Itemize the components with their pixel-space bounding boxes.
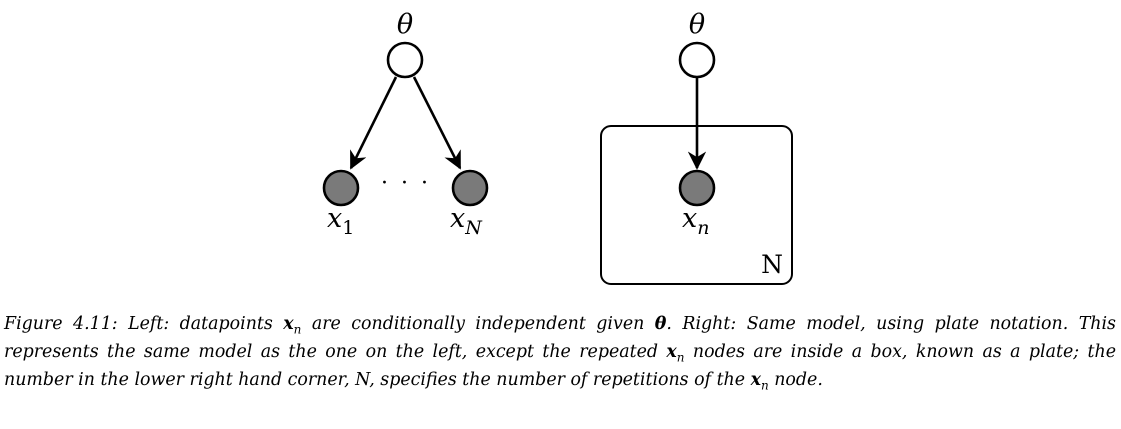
right-diagram: θ xn N [600,9,793,285]
left-x1-node [322,169,360,207]
left-edge-theta-x1 [349,76,398,170]
caption-xn-symbol-3: xn [750,369,769,393]
right-theta-label: θ [689,9,705,40]
caption-xn-symbol-2: xn [666,341,685,365]
left-diagram: θ · · · x1 xN [322,9,489,239]
left-xN-node [451,169,489,207]
left-edge-theta-xN [412,76,462,170]
right-xn-label: xn [682,203,709,239]
left-theta-node [386,41,424,79]
plate-count-label: N [761,250,783,279]
graphical-model-figure: θ · · · x1 xN θ xn N [322,9,793,285]
left-x1-label: x1 [327,203,354,239]
left-ellipsis: · · · [381,171,431,196]
right-theta-node [678,41,716,79]
caption-xn-symbol: xn [283,314,302,337]
left-xN-label: xN [450,203,483,239]
left-theta-label: θ [397,9,413,40]
figure-caption: Figure 4.11: Left: datapoints xn are con… [4,314,1116,393]
caption-theta-symbol: θ [654,314,667,334]
right-xn-node [678,169,716,207]
